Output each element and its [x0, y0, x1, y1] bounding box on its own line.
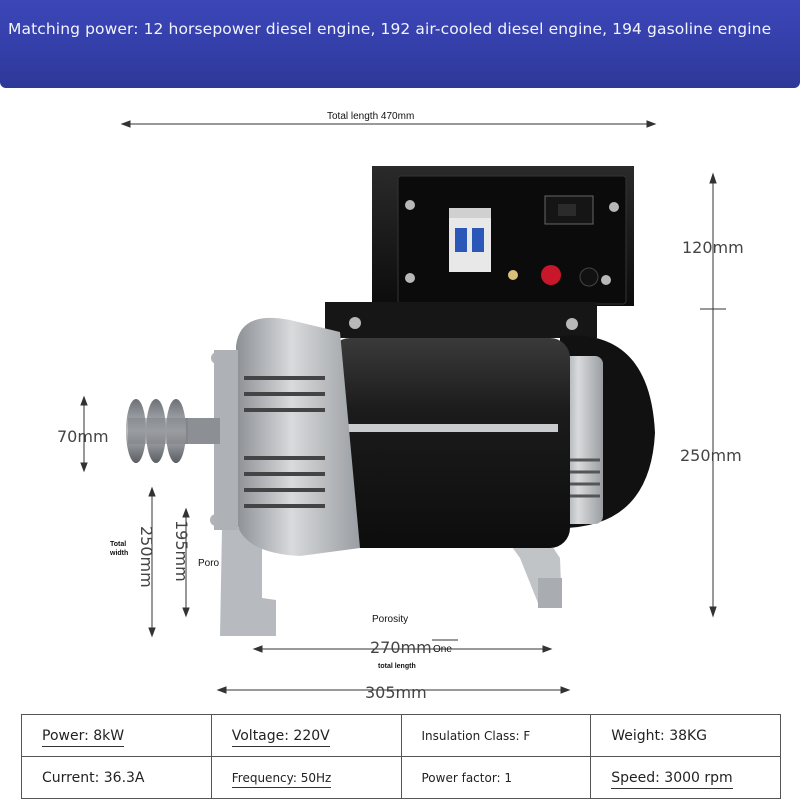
table-row: Power: 8kW Voltage: 220V Insulation Clas…	[21, 714, 781, 757]
poro-label: Poro	[198, 558, 220, 569]
total-width-value: 250mm	[137, 526, 156, 588]
overall-base-label: 305mm	[365, 683, 427, 702]
control-box	[372, 166, 634, 306]
base-length-label: 270mm	[370, 638, 432, 657]
spec-table: Power: 8kW Voltage: 220V Insulation Clas…	[21, 714, 781, 799]
top-banner: Matching power: 12 horsepower diesel eng…	[0, 0, 800, 88]
table-row: Current: 36.3A Frequency: 50Hz Power fac…	[21, 756, 781, 799]
control-box-height-label: 120mm	[682, 238, 744, 257]
product-stage: Total length 470mm 120mm 250mm 70mm Tota…	[0, 88, 800, 713]
power-factor-cell: Power factor: 1	[400, 756, 592, 799]
dimension-lines	[80, 120, 726, 694]
porosity-label: Porosity	[372, 614, 409, 625]
current-cell: Current: 36.3A	[21, 756, 212, 799]
power-cell: Power: 8kW	[21, 714, 212, 757]
insulation-class-cell: Insulation Class: F	[400, 714, 592, 757]
pulley	[126, 399, 188, 463]
mount-plate	[325, 302, 597, 338]
body-height-label: 250mm	[680, 446, 742, 465]
pulley-dimension-label: 70mm	[57, 427, 109, 446]
generator-illustration	[80, 120, 726, 694]
base-height-value: 195mm	[172, 520, 191, 582]
weight-cell: Weight: 38KG	[590, 714, 781, 757]
voltage-cell: Voltage: 220V	[210, 714, 402, 757]
one-label: One	[433, 644, 452, 655]
matching-power-text: Matching power: 12 horsepower diesel eng…	[8, 20, 772, 38]
frequency-cell: Frequency: 50Hz	[210, 756, 402, 799]
speed-cell: Speed: 3000 rpm	[590, 756, 781, 799]
total-length-small-label: total length	[378, 663, 416, 670]
motor-body	[330, 338, 570, 548]
total-width-label: Total width	[110, 541, 129, 557]
front-housing	[236, 317, 360, 556]
total-length-label: Total length 470mm	[327, 111, 415, 122]
